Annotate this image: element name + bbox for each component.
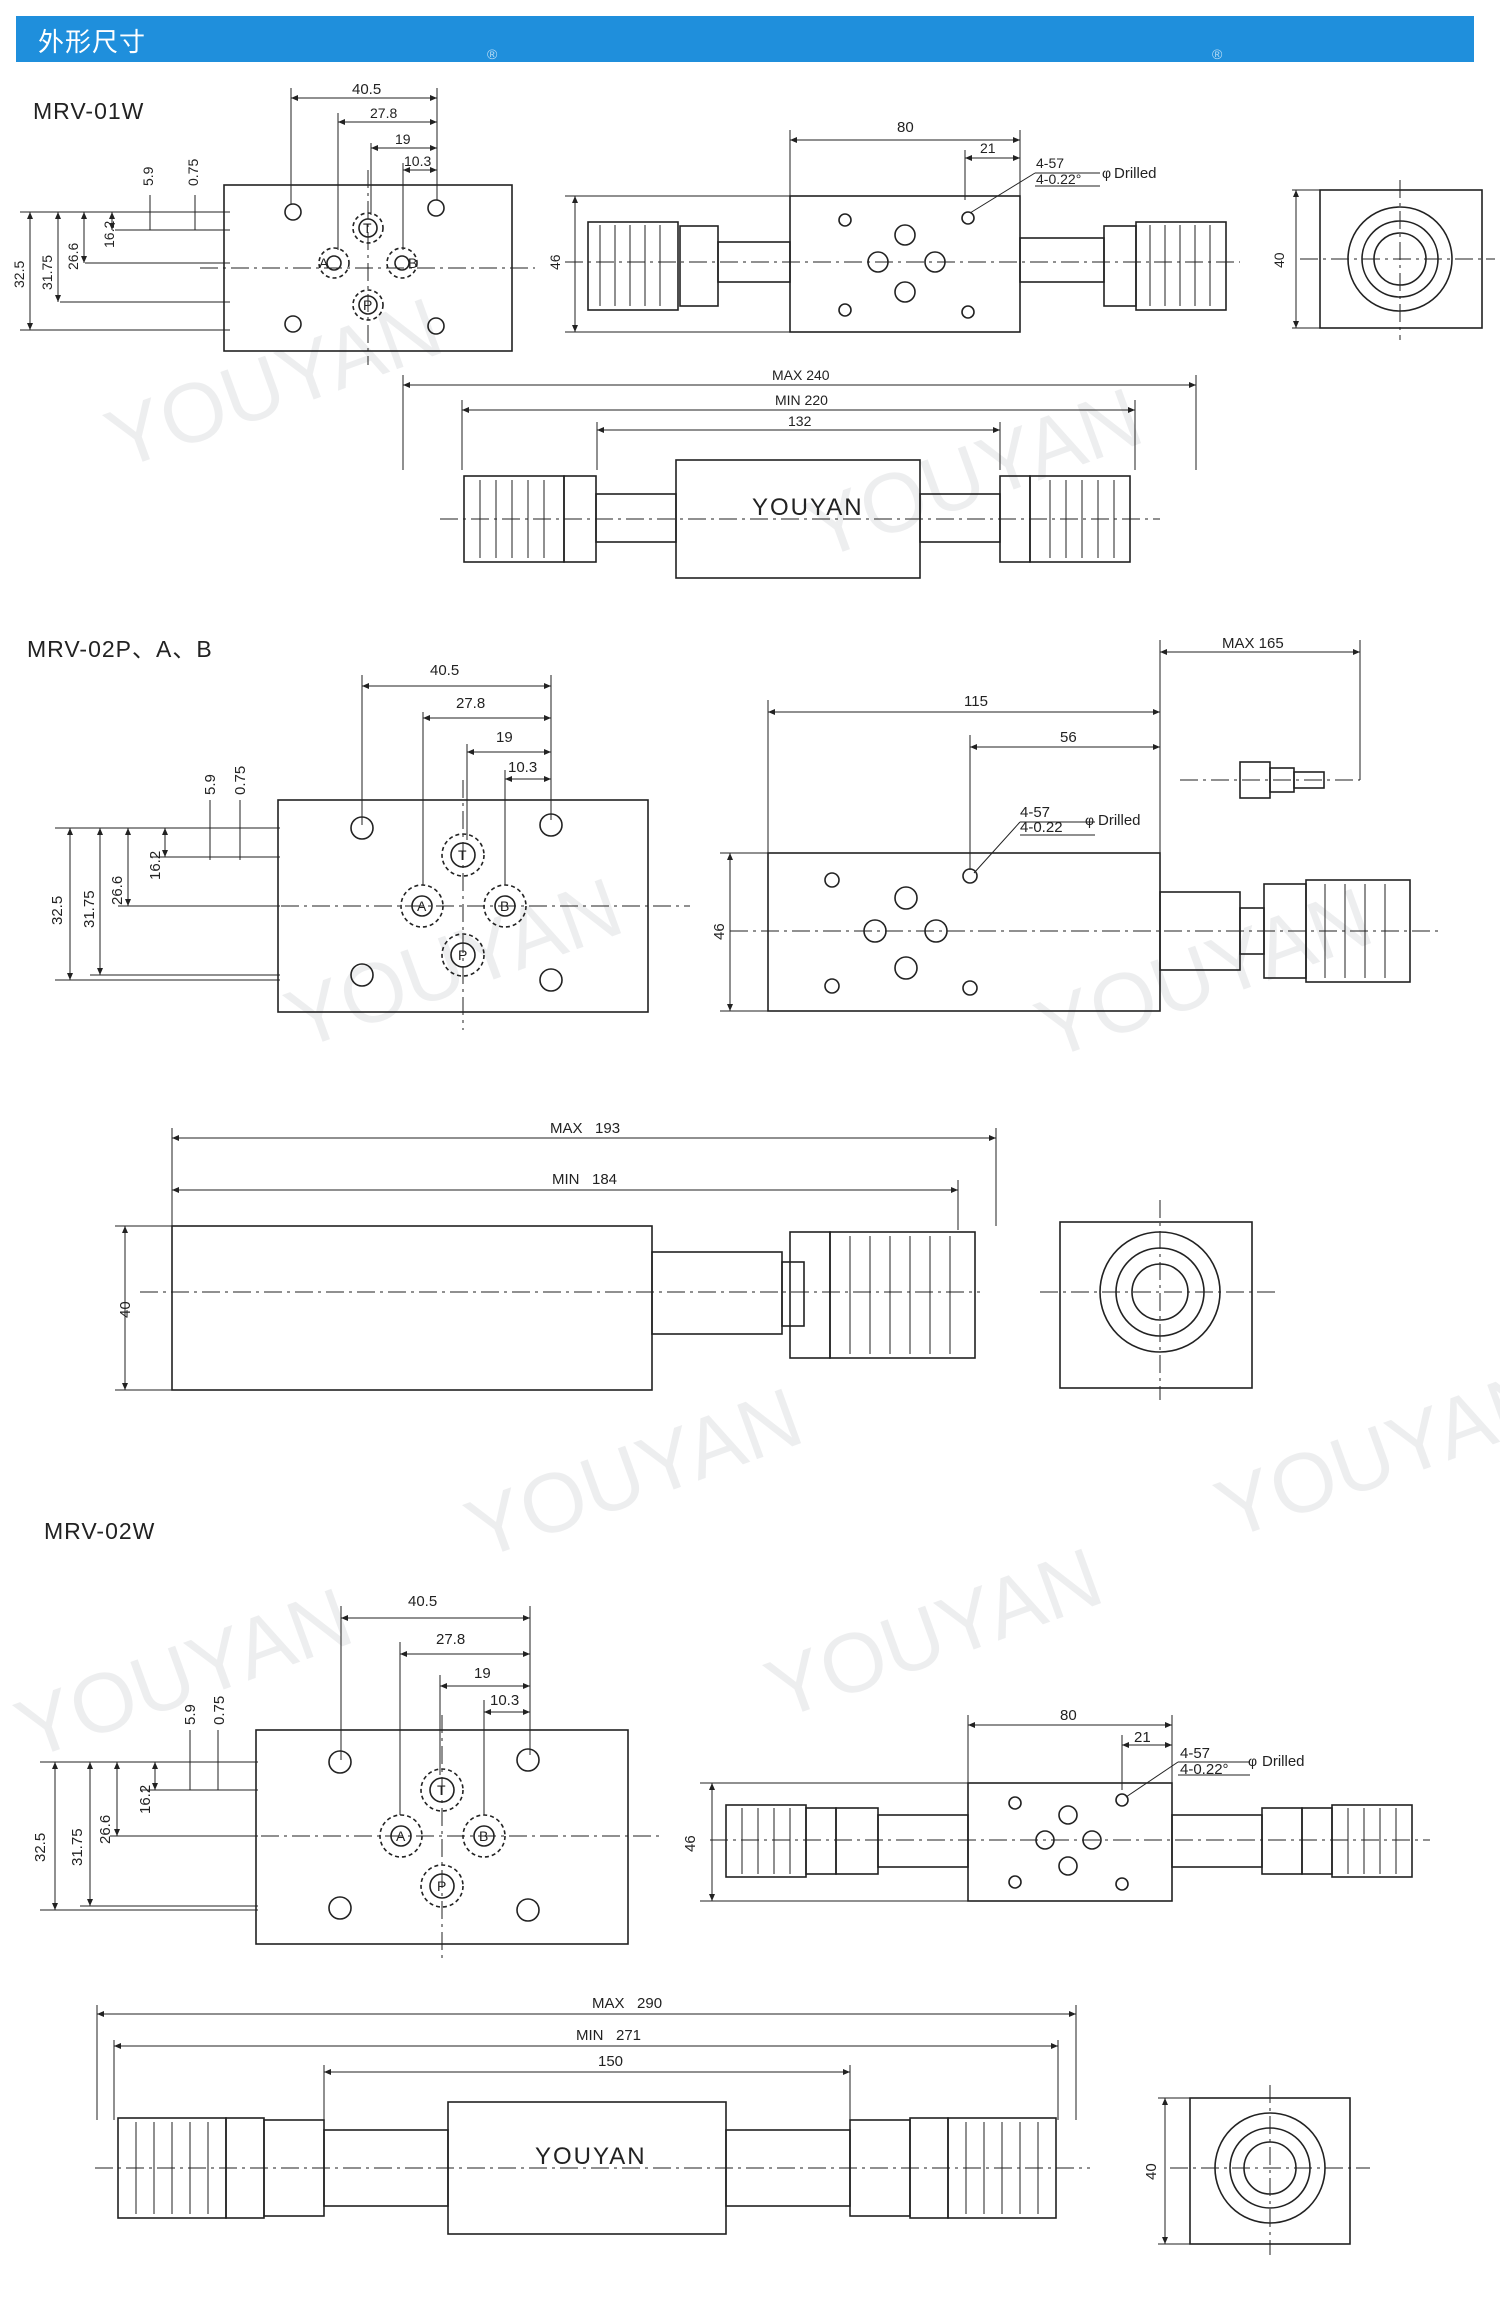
dim-width-40-5: 40.5 xyxy=(408,1593,437,1610)
dim-length-115: 115 xyxy=(964,693,988,710)
dim-end-height-40: 40 xyxy=(1143,2163,1160,2180)
model-label-mrv-01w: MRV-01W xyxy=(33,98,145,124)
dim-min-271: MIN 271 xyxy=(576,2027,641,2044)
dim-height-26-6: 26.6 xyxy=(97,1815,114,1844)
dim-max-290: MAX 290 xyxy=(592,1995,662,2012)
dim-height-31-75: 31.75 xyxy=(81,890,98,928)
port-b-label: B xyxy=(408,255,417,271)
dim-length-80: 80 xyxy=(897,119,914,136)
dim-height-46: 46 xyxy=(711,923,728,940)
diameter-symbol: φ xyxy=(1102,165,1111,181)
dim-height-5-9: 5.9 xyxy=(182,1704,199,1725)
dim-height-32-5: 32.5 xyxy=(32,1833,49,1862)
dim-height-32-5: 32.5 xyxy=(11,261,27,288)
section-header-bar: 外形尺寸 xyxy=(16,16,1474,62)
watermark-text: YOUYAN xyxy=(794,369,1154,577)
model-label-mrv-02w: MRV-02W xyxy=(44,1518,156,1544)
dim-width-10-3: 10.3 xyxy=(508,759,537,776)
dim-height-16-2: 16.2 xyxy=(101,221,117,248)
registered-mark: ® xyxy=(487,46,498,62)
hole-spec-top: 4-57 xyxy=(1020,804,1050,821)
dim-height-0-75: 0.75 xyxy=(232,766,249,795)
dim-height-26-6: 26.6 xyxy=(109,876,126,905)
dim-min-184: MIN 184 xyxy=(552,1171,617,1188)
drilled-label: Drilled xyxy=(1114,165,1157,182)
brand-label: YOUYAN xyxy=(752,494,864,521)
dim-width-40-5: 40.5 xyxy=(430,662,459,679)
dim-height-0-75: 0.75 xyxy=(185,159,201,186)
port-p-label: P xyxy=(437,1878,446,1894)
drilled-label: Drilled xyxy=(1262,1753,1305,1770)
dim-width-40-5: 40.5 xyxy=(352,81,381,98)
watermark-text: YOUYAN xyxy=(454,1369,814,1577)
port-p-label: P xyxy=(458,947,467,963)
dim-width-19: 19 xyxy=(395,131,411,147)
dim-width-27-8: 27.8 xyxy=(436,1631,465,1648)
port-a-label: A xyxy=(417,898,427,914)
watermark-text: YOUYAN xyxy=(4,1569,364,1777)
diameter-symbol: φ xyxy=(1085,812,1094,828)
dim-height-5-9: 5.9 xyxy=(202,774,219,795)
dim-offset-21: 21 xyxy=(1134,1729,1151,1746)
diameter-symbol: φ xyxy=(1248,1753,1257,1769)
port-a-label: A xyxy=(396,1828,406,1844)
port-b-label: B xyxy=(479,1828,488,1844)
dim-width-19: 19 xyxy=(474,1665,491,1682)
dim-height-46: 46 xyxy=(547,254,563,270)
dim-max-193: MAX 193 xyxy=(550,1120,620,1137)
port-p-label: P xyxy=(363,297,372,313)
dim-height-31-75: 31.75 xyxy=(69,1828,86,1866)
dim-height-46: 46 xyxy=(682,1835,699,1852)
dim-height-16-2: 16.2 xyxy=(147,851,164,880)
dim-height-26-6: 26.6 xyxy=(65,243,81,270)
dim-height-32-5: 32.5 xyxy=(49,896,66,925)
dim-max-240: MAX 240 xyxy=(772,367,830,383)
hole-spec-bottom: 4-0.22° xyxy=(1036,171,1081,187)
dim-end-height-40: 40 xyxy=(1271,252,1287,268)
hole-spec-bottom: 4-0.22 xyxy=(1020,819,1063,836)
dim-length-80: 80 xyxy=(1060,1707,1077,1724)
brand-label: YOUYAN xyxy=(535,2143,647,2170)
dim-offset-21: 21 xyxy=(980,140,996,156)
port-t-label: T xyxy=(437,1782,446,1798)
section-title: 外形尺寸 xyxy=(38,28,147,58)
dim-max-165: MAX 165 xyxy=(1222,635,1284,652)
model-label-mrv-02pab: MRV-02P、A、B xyxy=(27,636,213,662)
watermark-text: YOUYAN xyxy=(1204,1349,1500,1557)
dim-body-150: 150 xyxy=(598,2053,623,2070)
dim-offset-56: 56 xyxy=(1060,729,1077,746)
dim-height-40: 40 xyxy=(117,1301,134,1318)
dim-body-132: 132 xyxy=(788,413,812,429)
dim-min-220: MIN 220 xyxy=(775,392,828,408)
port-t-label: T xyxy=(363,220,372,236)
hole-spec-top: 4-57 xyxy=(1036,155,1064,171)
dim-height-5-9: 5.9 xyxy=(140,166,156,186)
dim-height-0-75: 0.75 xyxy=(211,1696,228,1725)
hole-spec-top: 4-57 xyxy=(1180,1745,1210,1762)
dim-width-10-3: 10.3 xyxy=(404,153,431,169)
port-b-label: B xyxy=(500,898,509,914)
watermark-text: YOUYAN xyxy=(754,1529,1114,1737)
port-a-label: A xyxy=(319,255,329,271)
watermark-text: YOUYAN xyxy=(1024,869,1384,1077)
drilled-label: Drilled xyxy=(1098,812,1141,829)
watermark-text: YOUYAN xyxy=(94,279,454,487)
dim-width-27-8: 27.8 xyxy=(370,105,397,121)
registered-mark: ® xyxy=(1212,46,1223,62)
dim-height-16-2: 16.2 xyxy=(137,1785,154,1814)
dim-height-31-75: 31.75 xyxy=(39,255,55,290)
hole-spec-bottom: 4-0.22° xyxy=(1180,1761,1229,1778)
dim-width-27-8: 27.8 xyxy=(456,695,485,712)
port-t-label: T xyxy=(458,847,467,863)
dim-width-10-3: 10.3 xyxy=(490,1692,519,1709)
dim-width-19: 19 xyxy=(496,729,513,746)
